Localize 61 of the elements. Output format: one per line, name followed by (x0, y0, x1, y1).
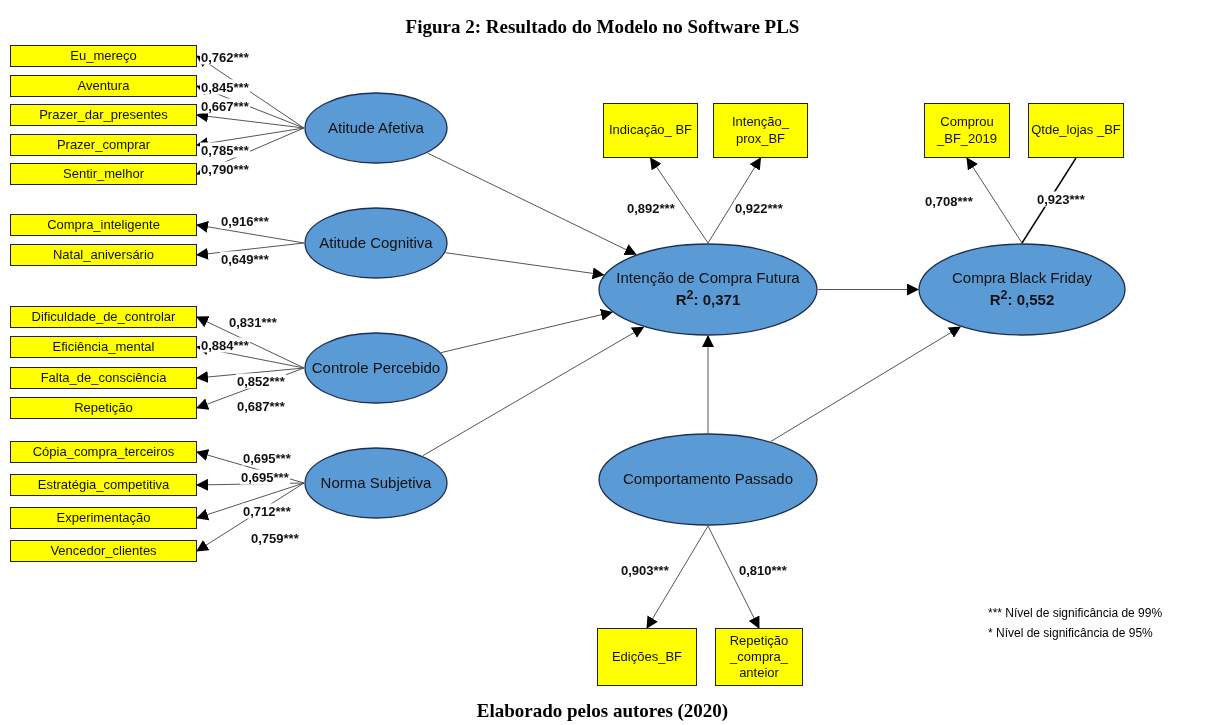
edge-label: 0,922*** (734, 200, 784, 216)
arrow (427, 152, 637, 255)
edge-label: 0,712*** (242, 503, 292, 519)
edge-label: 0,785*** (200, 142, 250, 158)
indicator-box: Repetição (10, 397, 197, 419)
indicator-box: Aventura (10, 75, 197, 97)
indicator-box: Prazer_comprar (10, 134, 197, 156)
figure-title: Figura 2: Resultado do Modelo no Software PLS (404, 16, 801, 38)
edge-label: 0,667*** (200, 98, 250, 114)
construct-label: Atitude Afetiva (328, 118, 424, 138)
arrow (196, 482, 305, 521)
arrow (440, 308, 613, 354)
indicator-box: Cópia_compra_terceiros (10, 441, 197, 463)
edge-label: 0,695*** (240, 469, 290, 485)
edge-label: 0,884*** (200, 337, 250, 353)
construct-label: Comportamento Passado (622, 470, 794, 489)
construct-label: Intenção de Compra Futura (616, 269, 800, 288)
edge-label: 0,845*** (200, 79, 250, 95)
indicator-box: Natal_aniversário (10, 244, 197, 266)
arrow (702, 335, 714, 434)
edge-label: 0,649*** (220, 251, 270, 267)
construct-label: Compra Black Friday (951, 269, 1092, 288)
arrow (770, 326, 962, 442)
arrow (966, 157, 1023, 244)
indicator-box: Vencedor_clientes (10, 540, 197, 562)
arrow (707, 525, 760, 629)
indicator-box: Comprou _BF_2019 (924, 103, 1010, 158)
arrow (646, 525, 709, 629)
arrow (707, 157, 762, 244)
indicator-box: Eficiência_mental (10, 336, 197, 358)
indicator-box: Edições_BF (597, 628, 697, 686)
edge-label: 0,852*** (236, 373, 286, 389)
indicator-box: Indicação_ BF (603, 103, 698, 158)
arrow (196, 316, 305, 369)
arrow (422, 326, 645, 457)
arrow (649, 157, 709, 244)
arrow (196, 220, 305, 244)
arrow (817, 283, 919, 296)
indicator-box: Qtde_lojas _BF (1028, 103, 1124, 158)
indicator-box: Repetição _compra_ anteior (715, 628, 803, 686)
construct-label: Atitude Cognitiva (319, 233, 433, 253)
indicator-box: Dificuldade_de_controlar (10, 306, 197, 328)
significance-note: * Nível de significância de 95% (988, 626, 1153, 640)
r-squared-value: R$^{2}$: 0,552 (989, 288, 1055, 310)
indicator-box: Falta_de_consciência (10, 367, 197, 389)
construct-label: Norma Subjetiva (320, 473, 432, 493)
indicator-box: Compra_inteligente (10, 214, 197, 236)
indicator-box: Estratégia_competitiva (10, 474, 197, 496)
construct-label: Controle Percebido (311, 358, 441, 378)
indicator-box: Eu_mereço (10, 45, 197, 67)
edge-label: 0,790*** (200, 161, 250, 177)
arrow (196, 242, 305, 260)
significance-note: *** Nível de significância de 99% (988, 606, 1163, 620)
arrow (444, 252, 605, 280)
figure-caption: Elaborado pelos autores (2020) (475, 700, 730, 722)
edge-label: 0,923*** (1036, 191, 1086, 207)
indicator-box: Sentir_melhor (10, 163, 197, 185)
indicator-box: Experimentação (10, 507, 197, 529)
indicator-box: Intenção_ prox_BF (713, 103, 808, 158)
indicator-box: Prazer_dar_presentes (10, 104, 197, 126)
r-squared-value: R$^{2}$: 0,371 (675, 288, 741, 310)
